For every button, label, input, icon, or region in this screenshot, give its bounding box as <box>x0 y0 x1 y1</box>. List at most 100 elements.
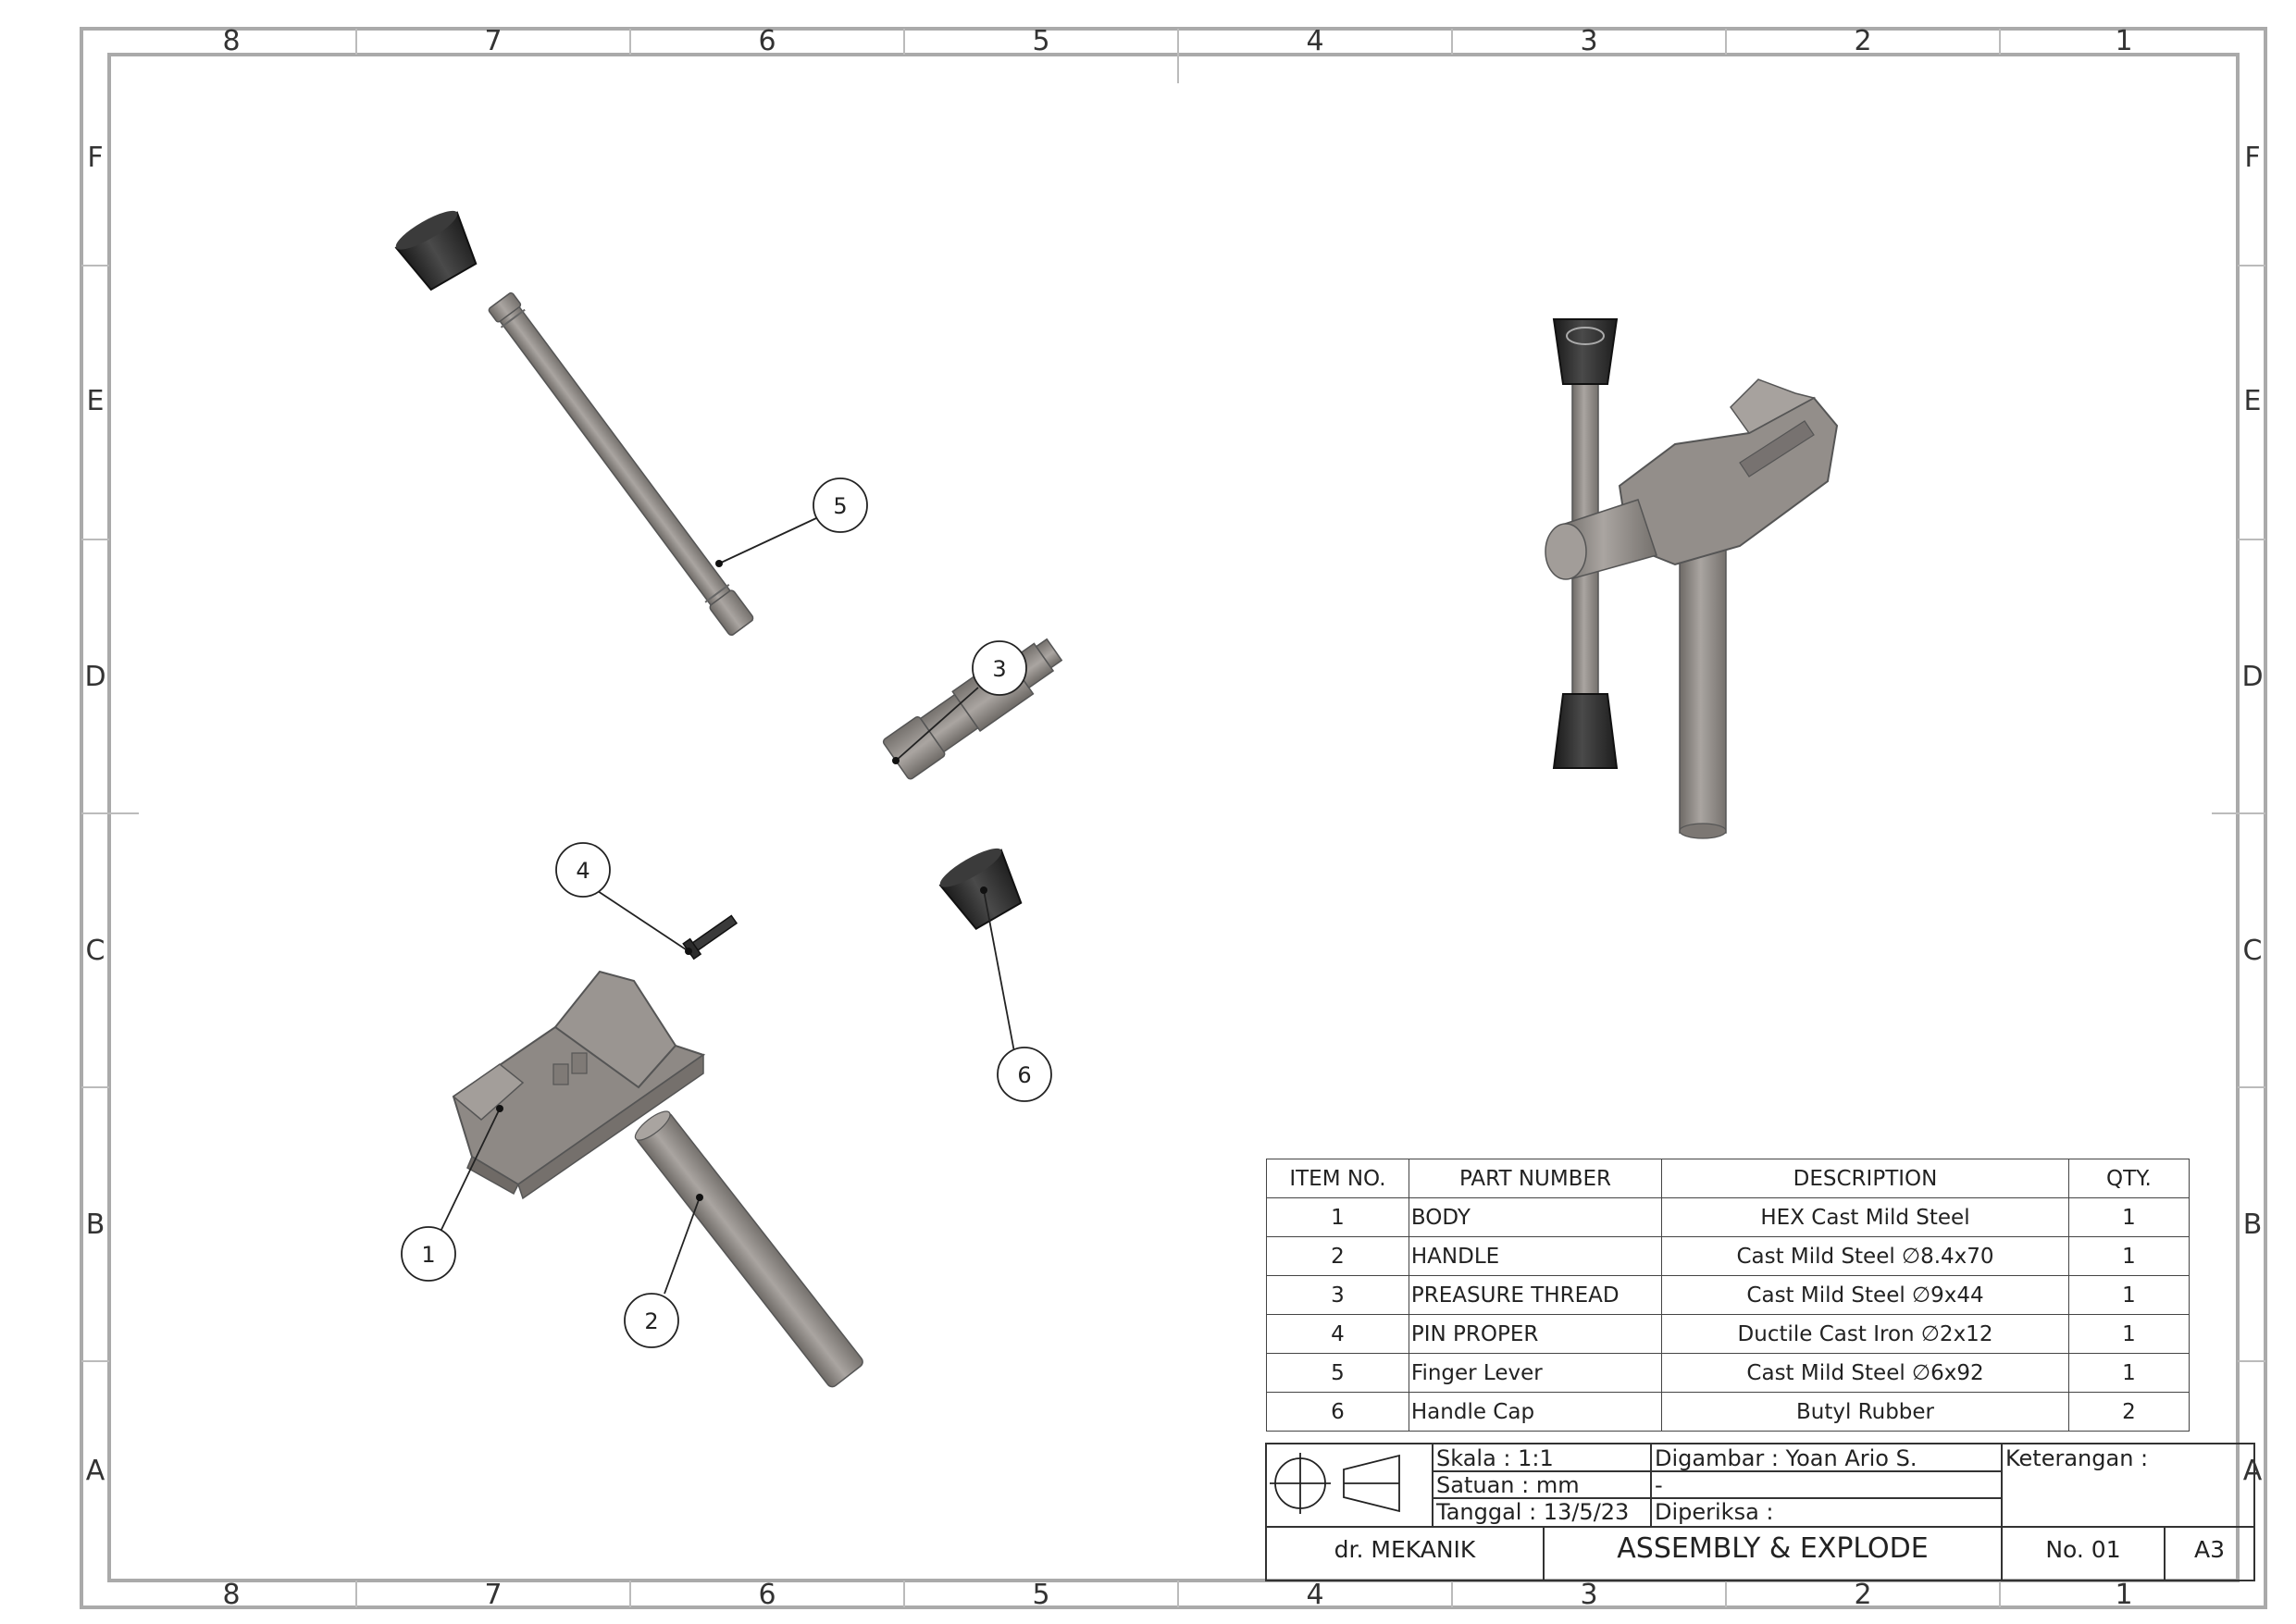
bom-part: BODY <box>1408 1197 1663 1237</box>
bom-desc: Ductile Cast Iron ∅2x12 <box>1661 1314 2069 1354</box>
inner-border <box>107 53 2240 1582</box>
bom-qty: 1 <box>2067 1197 2191 1237</box>
leader-dots <box>496 560 987 1201</box>
bom-header-item: ITEM NO. <box>1266 1159 1409 1198</box>
outer-border <box>80 27 2267 1609</box>
zone-col-2: 2 <box>1854 25 1871 57</box>
zone-row-b: B <box>86 1209 105 1241</box>
handle-part <box>634 1110 863 1388</box>
zone-col-6: 6 <box>758 25 776 57</box>
table-row: 3 PREASURE THREAD Cast Mild Steel ∅9x44 … <box>1266 1275 2191 1315</box>
bom-header-row: ITEM NO. PART NUMBER DESCRIPTION QTY. <box>1266 1159 2191 1198</box>
bom-item: 2 <box>1266 1236 1409 1276</box>
zone-labels-top: 8 7 6 5 4 3 2 1 <box>222 25 2132 57</box>
zone-col-7-bottom: 7 <box>484 1579 502 1611</box>
zone-col-5: 5 <box>1032 25 1049 57</box>
bom-part: Finger Lever <box>1408 1353 1663 1393</box>
zone-row-d: D <box>84 661 105 693</box>
zone-row-d-right: D <box>2241 661 2263 693</box>
bom-part: HANDLE <box>1408 1236 1663 1276</box>
balloon-4: 4 <box>555 842 611 898</box>
balloon-1-number: 1 <box>421 1242 435 1268</box>
zone-labels-bottom: 8 7 6 5 4 3 2 1 <box>222 1579 2132 1611</box>
bom-item: 5 <box>1266 1353 1409 1393</box>
body-part <box>452 970 706 1200</box>
zone-row-a: A <box>86 1455 105 1487</box>
balloon-4-number: 4 <box>576 858 590 884</box>
assembled-cap-top <box>1552 318 1619 385</box>
balloon-3-number: 3 <box>992 656 1006 682</box>
balloon-5-number: 5 <box>833 493 847 519</box>
zone-col-5-bottom: 5 <box>1032 1579 1049 1611</box>
zone-col-6-bottom: 6 <box>758 1579 776 1611</box>
zone-row-b-right: B <box>2243 1209 2263 1241</box>
bom-qty: 1 <box>2067 1236 2191 1276</box>
zone-col-3-bottom: 3 <box>1580 1579 1597 1611</box>
balloon-3: 3 <box>972 640 1027 696</box>
drawing-number: No. 01 <box>2045 1536 2121 1563</box>
zone-col-1-bottom: 1 <box>2115 1579 2132 1611</box>
bom-desc: HEX Cast Mild Steel <box>1661 1197 2069 1237</box>
bom-part: PREASURE THREAD <box>1408 1275 1663 1315</box>
zone-row-e-right: E <box>2244 385 2262 417</box>
table-row: 1 BODY HEX Cast Mild Steel 1 <box>1266 1197 2191 1237</box>
balloon-2-number: 2 <box>644 1308 658 1334</box>
company-name: dr. MEKANIK <box>1334 1536 1476 1563</box>
assembled-cap-bottom <box>1552 693 1619 769</box>
zone-col-8: 8 <box>222 25 240 57</box>
bom-item: 1 <box>1266 1197 1409 1237</box>
bom-desc: Cast Mild Steel ∅6x92 <box>1661 1353 2069 1393</box>
bill-of-materials: ITEM NO. PART NUMBER DESCRIPTION QTY. 1 … <box>1266 1159 2191 1432</box>
zone-row-c-right: C <box>2243 935 2263 967</box>
table-row: 6 Handle Cap Butyl Rubber 2 <box>1266 1392 2191 1432</box>
bom-header-part: PART NUMBER <box>1408 1159 1663 1198</box>
table-row: 2 HANDLE Cast Mild Steel ∅8.4x70 1 <box>1266 1236 2191 1276</box>
checked-by-label: Diperiksa : <box>1655 1499 1774 1525</box>
balloon-6-number: 6 <box>1017 1062 1031 1088</box>
bom-item: 4 <box>1266 1314 1409 1354</box>
leader-lines <box>438 517 1016 1295</box>
date-label: Tanggal : 13/5/23 <box>1436 1499 1630 1525</box>
zone-row-e: E <box>87 385 105 417</box>
zone-col-4: 4 <box>1306 25 1323 57</box>
scale-label: Skala : 1:1 <box>1436 1445 1554 1471</box>
bom-qty: 1 <box>2067 1314 2191 1354</box>
zone-labels-right: F E D C B A <box>2241 142 2263 1487</box>
zone-col-1: 1 <box>2115 25 2132 57</box>
bom-desc: Butyl Rubber <box>1661 1392 2069 1432</box>
bom-header-desc: DESCRIPTION <box>1661 1159 2069 1198</box>
balloon-5: 5 <box>813 477 868 533</box>
zone-col-4-bottom: 4 <box>1306 1579 1323 1611</box>
bom-desc: Cast Mild Steel ∅8.4x70 <box>1661 1236 2069 1276</box>
sheet-size: A3 <box>2193 1536 2225 1563</box>
title-block-frame <box>1265 1443 2255 1581</box>
zone-col-8-bottom: 8 <box>222 1579 240 1611</box>
assembled-handle <box>1679 527 1727 834</box>
zone-row-a-right: A <box>2243 1455 2263 1487</box>
drawn-by-extra: - <box>1655 1472 1663 1498</box>
zone-row-f-right: F <box>2244 142 2260 174</box>
pressure-thread <box>882 638 1063 780</box>
zone-dividers <box>81 29 2265 1607</box>
bom-item: 6 <box>1266 1392 1409 1432</box>
finger-lever <box>488 291 754 637</box>
bom-item: 3 <box>1266 1275 1409 1315</box>
bom-part: PIN PROPER <box>1408 1314 1663 1354</box>
balloon-1: 1 <box>401 1226 456 1282</box>
handle-cap-top <box>394 210 478 291</box>
bom-qty: 1 <box>2067 1275 2191 1315</box>
table-row: 4 PIN PROPER Ductile Cast Iron ∅2x12 1 <box>1266 1314 2191 1354</box>
projection-symbol-icon <box>1270 1453 1400 1514</box>
bom-desc: Cast Mild Steel ∅9x44 <box>1661 1275 2069 1315</box>
bom-qty: 2 <box>2067 1392 2191 1432</box>
zone-row-f: F <box>87 142 103 174</box>
notes-label: Keterangan : <box>2005 1445 2149 1471</box>
drawing-title: ASSEMBLY & EXPLODE <box>1617 1532 1929 1565</box>
bom-header-qty: QTY. <box>2067 1159 2191 1198</box>
zone-col-2-bottom: 2 <box>1854 1579 1871 1611</box>
zone-labels-left: F E D C B A <box>84 142 105 1487</box>
zone-col-3: 3 <box>1580 25 1597 57</box>
assembled-view <box>1545 318 1839 839</box>
units-label: Satuan : mm <box>1436 1472 1580 1498</box>
